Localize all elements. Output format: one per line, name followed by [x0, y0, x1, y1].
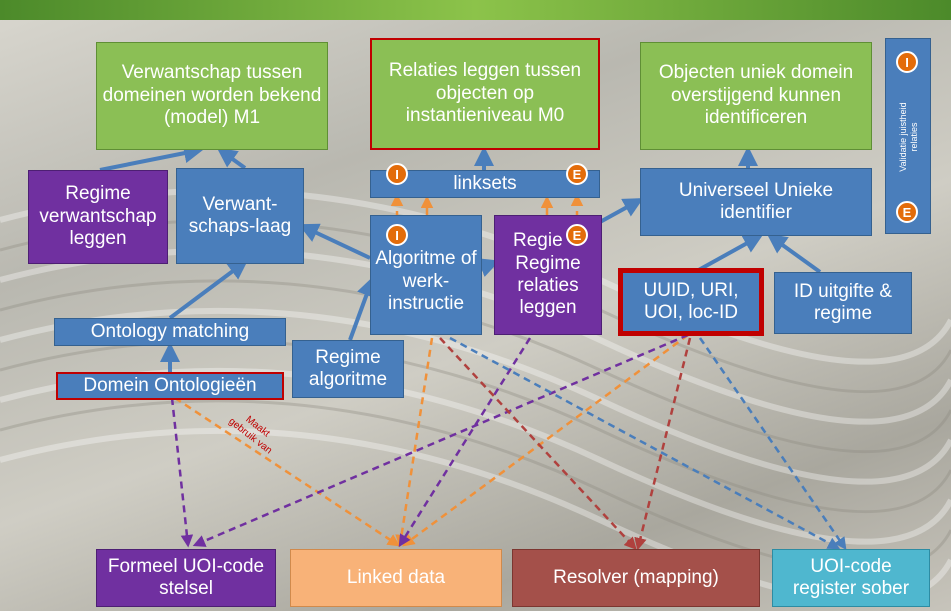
box-regime-relaties-behind: Regie: [513, 230, 563, 252]
badge-algoritme-i: I: [386, 224, 408, 246]
box-regime-algoritme-label: Regime algoritme: [308, 346, 388, 390]
top-banner: [0, 0, 951, 20]
badge-regime-e: E: [566, 224, 588, 246]
box-algoritme: Algoritme of werk-instructie: [370, 215, 482, 335]
box-formeel-uoi: Formeel UOI-code stelsel: [96, 549, 276, 607]
box-objecten-uniek-label: Objecten uniek domein overstijgend kunne…: [658, 62, 854, 129]
box-uuid-label: UUID, URI, UOI, loc-ID: [643, 279, 739, 323]
box-id-uitgifte-label: ID uitgifte & regime: [793, 280, 893, 324]
box-algoritme-label: Algoritme of werk-instructie: [375, 248, 477, 315]
box-ontology-matching: Ontology matching: [54, 318, 286, 346]
box-verwantschap-m1: Verwantschap tussen domeinen worden beke…: [96, 42, 328, 150]
box-uoi-register-label: UOI-code register sober: [792, 555, 910, 599]
box-verwantschapslaag-label: Verwant-schaps-laag: [188, 193, 292, 237]
badge-i: I: [896, 51, 918, 73]
box-linksets: linksets: [370, 170, 600, 198]
box-linked-data: Linked data: [290, 549, 502, 607]
box-regime-verwantschap-label: Regime verwantschap leggen: [39, 183, 157, 250]
box-regime-relaties-label: Regime relaties leggen: [515, 252, 581, 319]
box-linked-data-label: Linked data: [346, 566, 446, 588]
box-universeel-identifier-label: Universeel Unieke identifier: [678, 179, 834, 223]
box-verwantschap-m1-label: Verwantschap tussen domeinen worden beke…: [102, 62, 322, 129]
box-domein-ontologieen-label: Domein Ontologieën: [83, 374, 257, 396]
box-regime-relaties: Regie Regime relaties leggen: [494, 215, 602, 335]
box-domein-ontologieen: Domein Ontologieën: [56, 372, 284, 400]
box-universeel-identifier: Universeel Unieke identifier: [640, 168, 872, 236]
box-regime-algoritme: Regime algoritme: [292, 340, 404, 398]
box-formeel-uoi-label: Formeel UOI-code stelsel: [107, 555, 265, 599]
box-uoi-register: UOI-code register sober: [772, 549, 930, 607]
box-resolver-label: Resolver (mapping): [553, 566, 719, 588]
box-regime-verwantschap: Regime verwantschap leggen: [28, 170, 168, 264]
box-verwantschapslaag: Verwant-schaps-laag: [176, 168, 304, 264]
validation-text: Validatie juistheid relaties: [898, 102, 919, 172]
box-linksets-label: linksets: [453, 172, 517, 194]
box-id-uitgifte: ID uitgifte & regime: [774, 272, 912, 334]
box-relaties-m0-label: Relaties leggen tussen objecten op insta…: [388, 60, 582, 127]
box-relaties-m0: Relaties leggen tussen objecten op insta…: [370, 38, 600, 150]
validation-panel: I Validatie juistheid relaties E: [885, 38, 931, 234]
badge-linksets-e: E: [566, 163, 588, 185]
badge-linksets-i: I: [386, 163, 408, 185]
badge-e: E: [896, 201, 918, 223]
box-ontology-matching-label: Ontology matching: [90, 320, 250, 342]
box-uuid: UUID, URI, UOI, loc-ID: [618, 268, 764, 336]
box-resolver: Resolver (mapping): [512, 549, 760, 607]
box-objecten-uniek: Objecten uniek domein overstijgend kunne…: [640, 42, 872, 150]
